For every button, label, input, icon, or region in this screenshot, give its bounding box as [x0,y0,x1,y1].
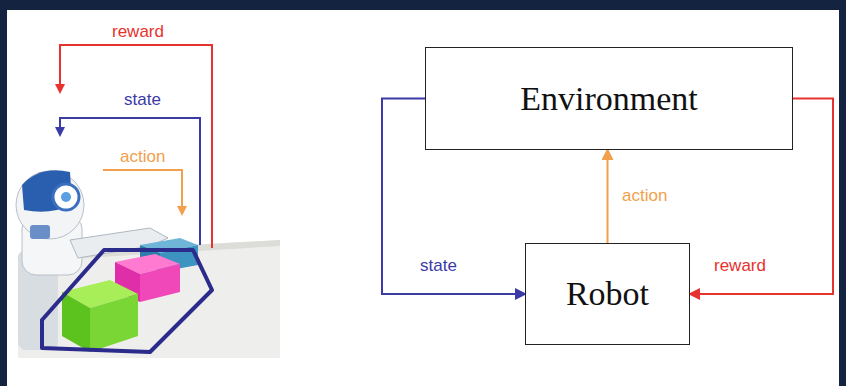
environment-box: Environment [425,47,793,150]
edge-label: action [620,187,669,206]
edge-label: reward [712,257,768,276]
illustration-label: action [118,148,167,167]
node-title: Environment [520,80,698,118]
edge-label: state [418,257,459,276]
illustration-label: state [122,91,163,110]
node-title: Robot [566,275,649,313]
illustration-label: reward [110,23,166,42]
robot-box: Robot [525,243,690,345]
action-arrow [607,150,609,243]
